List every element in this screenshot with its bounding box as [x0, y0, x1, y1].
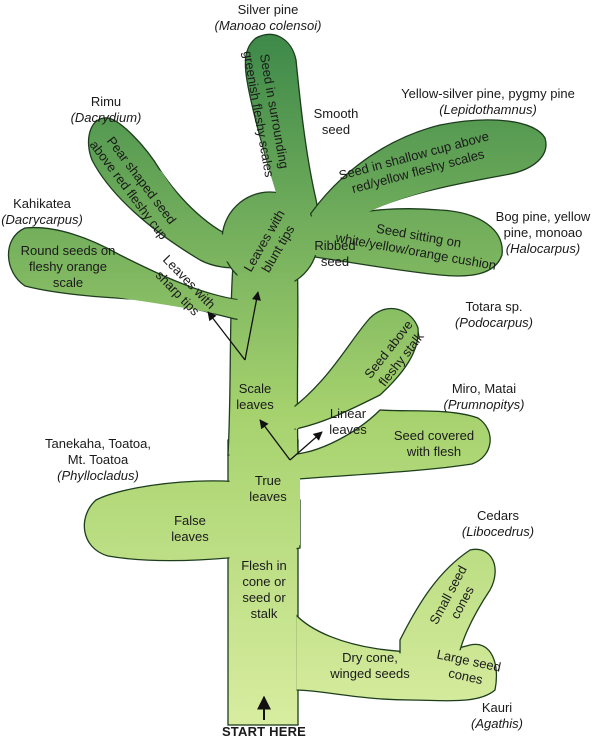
decision-arrows [207, 291, 323, 461]
taxon-cedars: Cedars(Libocedrus) [462, 508, 534, 539]
taxon-kahikatea: Kahikatea(Dacrycarpus) [1, 196, 83, 227]
taxon-rimu: Rimu(Dacrydium) [71, 94, 142, 125]
arrow-true-to-scale [259, 419, 291, 461]
tree-body-fill [30, 60, 505, 698]
taxon-miro: Miro, Matai(Prumnopitys) [444, 381, 525, 412]
taxon-silver-pine: Silver pine(Manoao colensoi) [215, 2, 322, 33]
arrow-true-to-linear [289, 431, 323, 461]
start-here-label: START HERE [222, 724, 306, 739]
taxon-tanekaha: Tanekaha, Toatoa,Mt. Toatoa(Phyllocladus… [45, 436, 151, 483]
taxon-kauri: Kauri(Agathis) [471, 700, 523, 731]
taxon-totara: Totara sp.(Podocarpus) [455, 299, 533, 330]
arrow-scale-to-sharp [207, 311, 246, 361]
label-dry-cone: Dry cone,winged seeds [329, 650, 410, 681]
taxon-yellow-silver: Yellow-silver pine, pygmy pine(Lepidotha… [401, 86, 575, 117]
arrow-scale-to-blunt [244, 291, 261, 361]
taxon-labels: Silver pine(Manoao colensoi) Rimu(Dacryd… [1, 2, 591, 731]
